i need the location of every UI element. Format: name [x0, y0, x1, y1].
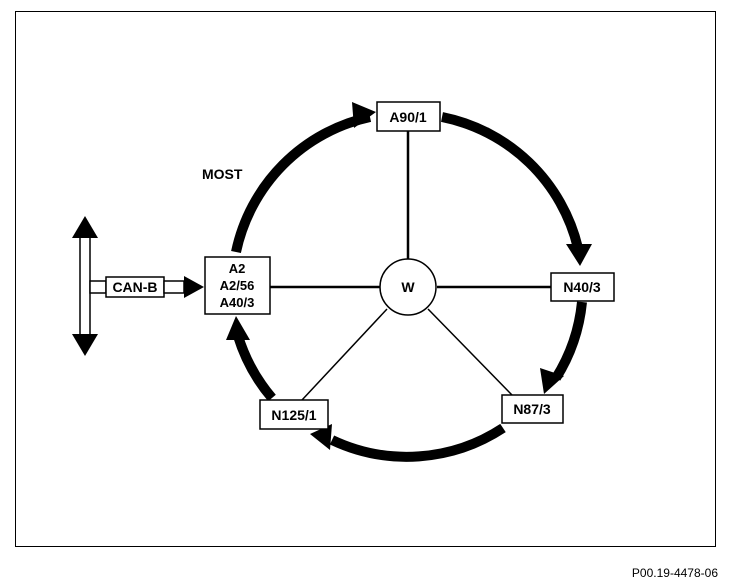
can-bus-vertical-bar	[79, 235, 91, 339]
figure-code: P00.19-4478-06	[631, 566, 718, 580]
spoke-lower-right	[427, 308, 513, 396]
hub-circle	[379, 258, 437, 316]
can-arrow-shaft	[163, 280, 185, 294]
ring-arrow-to-lower-left	[310, 424, 332, 450]
most-bus-label: MOST	[202, 166, 243, 182]
ring-arc-lower-left-to-left	[233, 334, 276, 402]
can-b-label: CAN-B	[112, 279, 157, 295]
most-ring	[226, 102, 592, 462]
node-left-label-3: A40/3	[220, 295, 255, 310]
can-arrow-head-icon	[184, 276, 204, 298]
ring-arrow-to-top	[352, 102, 376, 128]
node-top-label: A90/1	[389, 109, 427, 125]
ring-arrow-to-lower-right	[540, 368, 564, 394]
node-right: N40/3	[550, 272, 615, 302]
ring-arc-left-to-top	[231, 112, 372, 254]
ring-arc-right-to-lower-right	[551, 301, 587, 381]
can-bus-arrow-down-icon	[72, 334, 98, 356]
node-top: A90/1	[376, 101, 441, 132]
can-bus-arrow-up-icon	[72, 216, 98, 238]
node-lower-right: N87/3	[501, 394, 564, 424]
node-left-label-1: A2	[229, 261, 246, 276]
spoke-lower-left	[301, 308, 388, 401]
node-lower-left-label: N125/1	[271, 407, 316, 423]
node-lower-right-label: N87/3	[513, 401, 551, 417]
node-left-label-2: A2/56	[220, 278, 255, 293]
ring-arc-top-to-right	[441, 112, 583, 250]
ring-arc-lower-right-to-lower-left	[329, 423, 506, 462]
ring-arrow-to-left	[226, 316, 250, 340]
diagram-frame	[15, 11, 716, 547]
hub-label: W	[401, 279, 415, 295]
hub: W	[379, 258, 437, 316]
can-b-connection: CAN-B	[72, 216, 204, 356]
node-lower-left: N125/1	[259, 399, 329, 430]
ring-arrow-to-right	[566, 244, 592, 266]
node-right-label: N40/3	[563, 279, 601, 295]
node-left: A2 A2/56 A40/3	[204, 256, 271, 315]
spokes	[270, 131, 551, 401]
can-bus-stub	[89, 280, 107, 294]
